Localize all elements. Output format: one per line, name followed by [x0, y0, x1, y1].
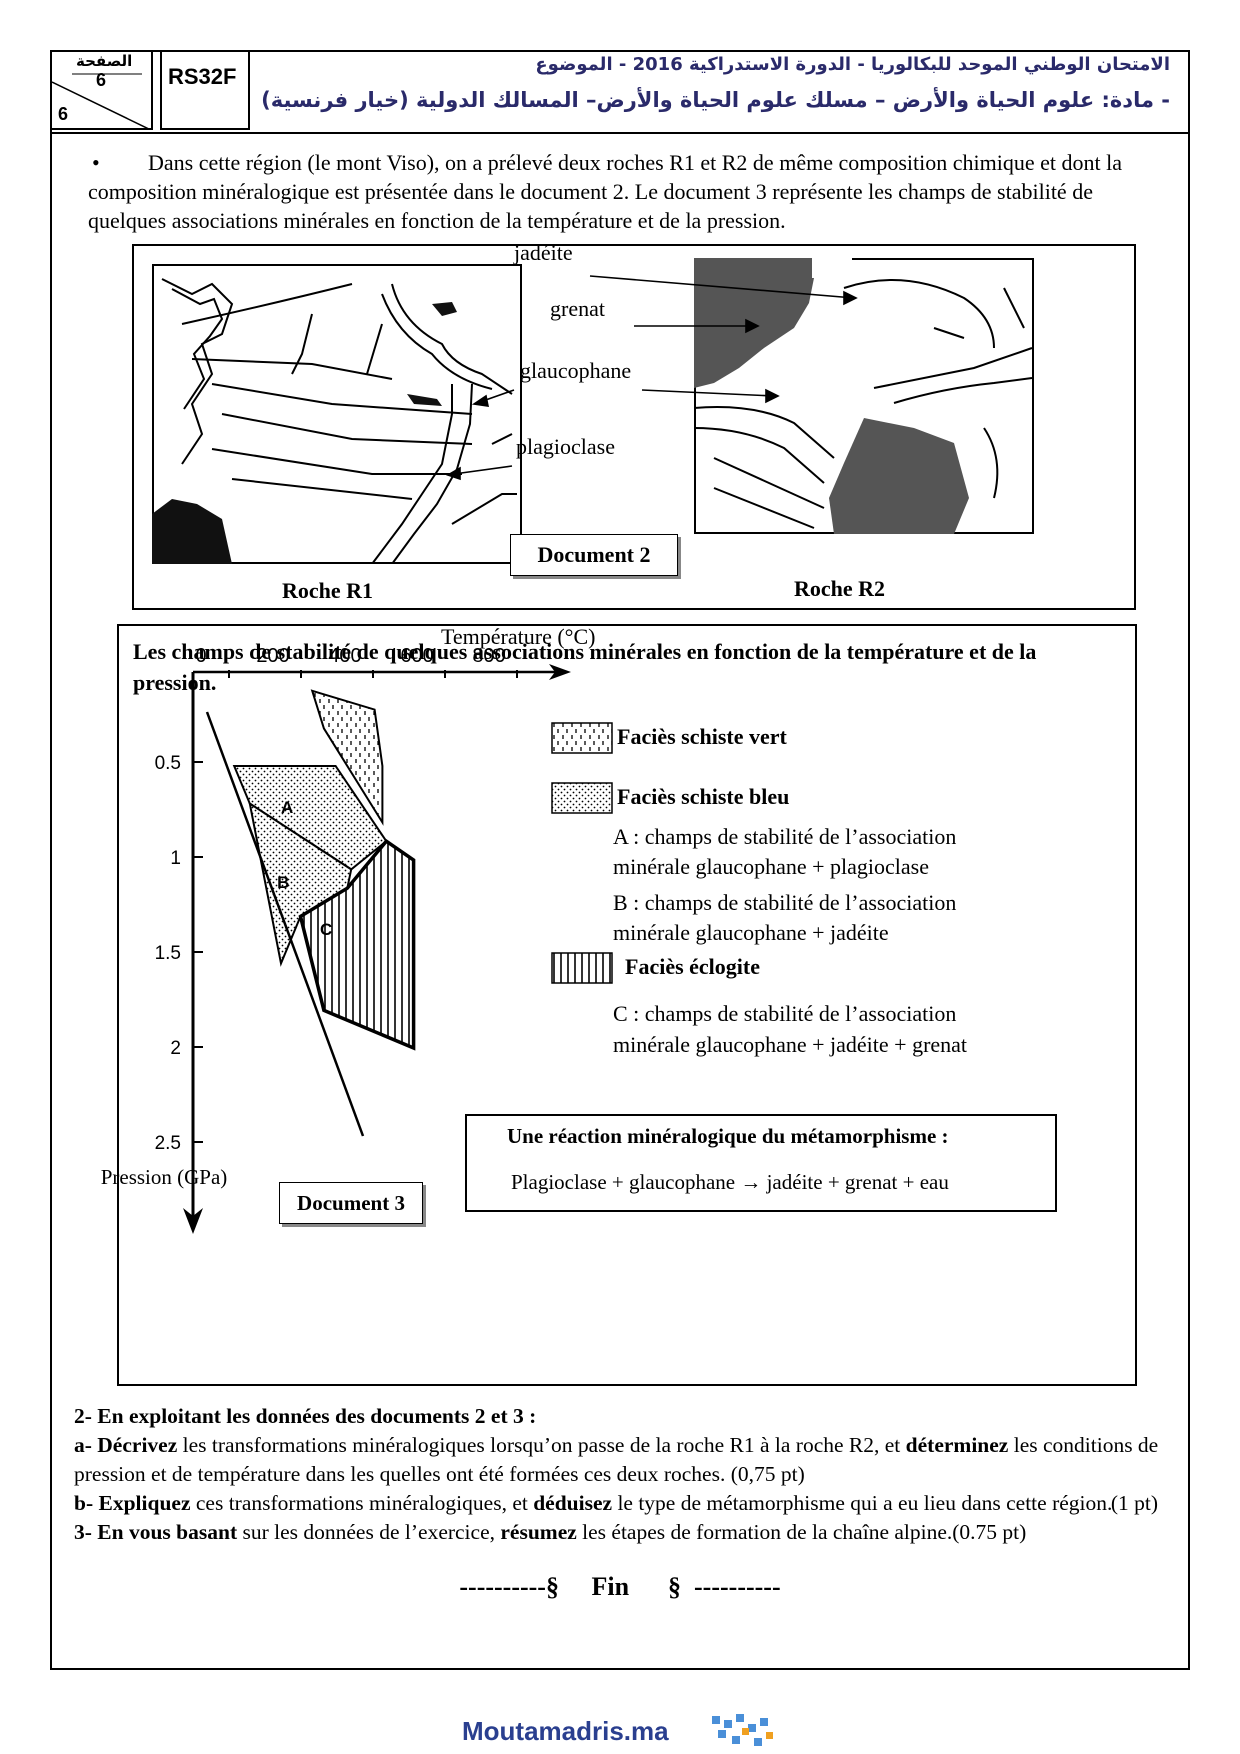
page-box-diagonal: [52, 73, 149, 128]
label-glaucophane: glaucophane: [520, 358, 632, 383]
exam-header: الصفحة 6 6 RS32F الامتحان الوطني الموحد …: [50, 50, 1190, 134]
rock-r2-image: [694, 258, 1034, 534]
legend-c: C : champs de stabilité de l’association…: [613, 1001, 968, 1057]
rock-r1-image: [152, 264, 522, 564]
reaction-equation: Plagioclase + glaucophane → jadéite + gr…: [511, 1170, 949, 1194]
q2a-verb2: déterminez: [905, 1433, 1009, 1457]
q3-verb: 3- En vous basant: [74, 1520, 238, 1544]
x-tick-label: 600: [400, 645, 433, 667]
intro-text: Dans cette région (le mont Viso), on a p…: [88, 150, 1122, 233]
q2b-verb: b- Expliquez: [74, 1491, 191, 1515]
region-label-b: B: [277, 873, 289, 892]
q2a-text2: les conditions de pression et de tempéra…: [74, 1433, 1159, 1486]
q2b-verb2: déduisez: [533, 1491, 613, 1515]
q2a-text: les transformations minéralogiques lorsq…: [177, 1433, 906, 1457]
question-2b: b- Expliquez ces transformations minéral…: [74, 1489, 1174, 1518]
document-2-title: Document 2: [510, 534, 678, 576]
legend-swatch-eclogite: [551, 952, 613, 984]
x-tick-label: 200: [256, 645, 289, 667]
footer-brand: Moutamadris.ma: [462, 1716, 669, 1746]
y-tick-label: 1.5: [155, 943, 181, 964]
page-frame: [50, 50, 1190, 1670]
q2b-text: ces transformations minéralogiques, et: [190, 1491, 534, 1515]
document-2-box: jadéite grenat glaucophane plagioclase D…: [132, 240, 1136, 610]
document-3-box: Les champs de stabilité de quelques asso…: [101, 624, 1137, 1386]
reaction-box: Une réaction minéralogique du métamorphi…: [465, 1114, 1057, 1212]
label-jadeite: jadéite: [514, 240, 573, 265]
q2-lead: 2- En exploitant les données des documen…: [74, 1404, 537, 1428]
legend-swatch-vert: [551, 722, 613, 754]
y-tick-label: 1: [170, 848, 181, 869]
y-tick-label: 2.5: [155, 1133, 181, 1154]
rock-r1-caption: Roche R1: [282, 578, 374, 603]
brand-logo-icon: [712, 1714, 773, 1746]
q3-text: sur les données de l’exercice,: [237, 1520, 501, 1544]
y-tick-label: 2: [170, 1038, 181, 1059]
y-tick-label: 0.5: [155, 753, 181, 774]
page-number-box: الصفحة 6 6: [50, 50, 153, 130]
legend-schiste-vert: Faciès schiste vert: [617, 724, 787, 749]
legend-swatch-bleu: [551, 782, 613, 814]
q3-verb2: résumez: [500, 1520, 577, 1544]
rock-r2-caption: Roche R2: [794, 576, 886, 601]
legend-a: A : champs de stabilité de l’association…: [613, 824, 957, 879]
question-2: 2- En exploitant les données des documen…: [74, 1402, 1174, 1431]
x-tick-label: 800: [472, 645, 505, 667]
q2a-verb: a- Décrivez: [74, 1433, 178, 1457]
reaction-title: Une réaction minéralogique du métamorphi…: [507, 1124, 949, 1148]
region-label-a: A: [281, 798, 293, 817]
question-2a: a- Décrivez les transformations minéralo…: [74, 1431, 1174, 1489]
y-axis-label: Pression (GPa): [100, 1165, 228, 1189]
x-tick-label: 0: [195, 645, 206, 667]
document-3-title: Document 3: [279, 1182, 423, 1224]
bullet: •: [92, 150, 100, 175]
document-3-heading: Les champs de stabilité de quelques asso…: [133, 639, 1037, 695]
q2b-points: (1 pt): [1110, 1491, 1158, 1515]
legend-b: B : champs de stabilité de l’association…: [613, 890, 957, 945]
page-label: الصفحة: [76, 53, 133, 70]
mineral-arrows: [446, 275, 858, 481]
q2b-text2: le type de métamorphisme qui a eu lieu d…: [612, 1491, 1113, 1515]
legend-schiste-bleu: Faciès schiste bleu: [617, 784, 790, 809]
exam-title: الامتحان الوطني الموحد للبكالوريا - الدو…: [535, 54, 1170, 75]
exam-subject: - مادة: علوم الحياة والأرض – مسلك علوم ا…: [261, 88, 1170, 112]
end-marker: ----------§ Fin § ----------: [459, 1572, 781, 1601]
questions: 2- En exploitant les données des documen…: [74, 1402, 1174, 1547]
region-label-c: C: [320, 920, 332, 939]
region-schiste-vert: [310, 689, 384, 826]
region-c: [298, 838, 416, 1051]
q3-text2: les étapes de formation de la chaîne alp…: [576, 1520, 1027, 1544]
page-number: 6: [96, 70, 107, 90]
intro-paragraph: •Dans cette région (le mont Viso), on a …: [88, 148, 1168, 235]
subject-code: RS32F: [160, 50, 250, 130]
label-plagioclase: plagioclase: [516, 434, 615, 459]
legend-eclogite: Faciès éclogite: [625, 954, 760, 979]
x-tick-label: 400: [328, 645, 361, 667]
region-a: [232, 765, 388, 871]
x-axis-label: Température (°C): [441, 624, 596, 649]
label-grenat: grenat: [550, 296, 605, 321]
question-3: 3- En vous basant sur les données de l’e…: [74, 1518, 1174, 1547]
pt-diagram: A B C 0 200 400 600 800 0.5 1 1.5 2 2.5: [155, 645, 571, 1234]
page-total: 6: [58, 104, 69, 124]
